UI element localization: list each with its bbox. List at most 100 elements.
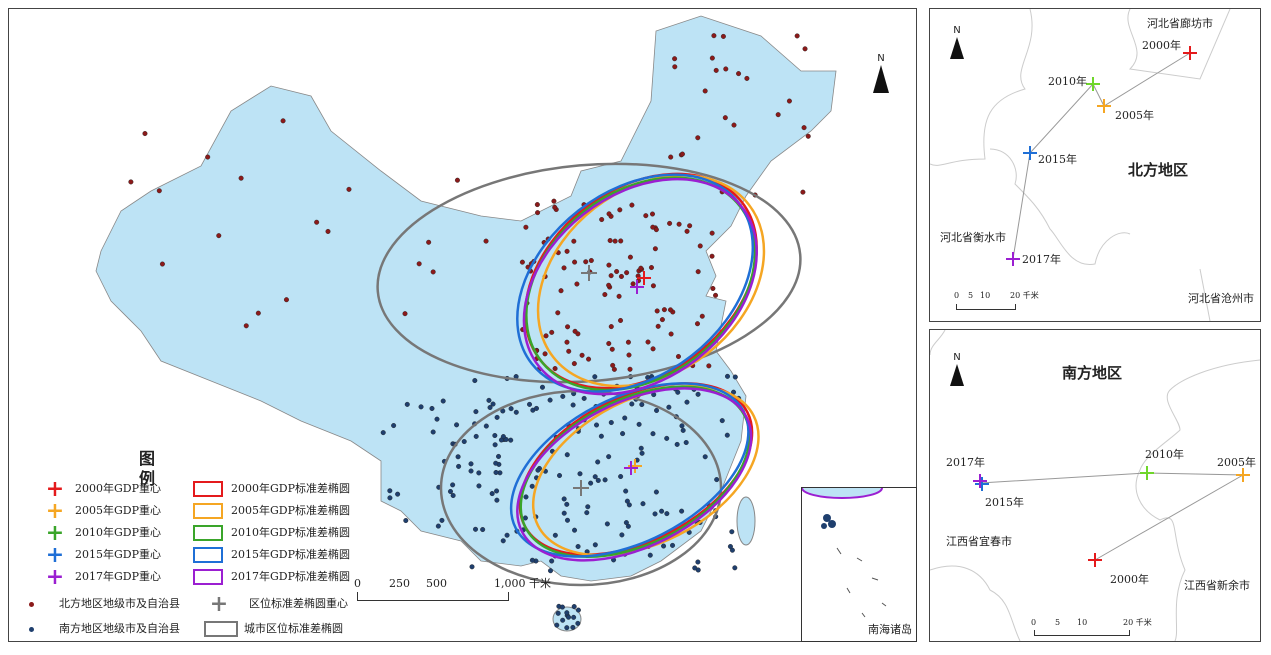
- north-city-dot: [572, 328, 578, 334]
- north-city-dot: [643, 213, 649, 219]
- south-city-dot: [592, 474, 598, 480]
- north-city-dot: [216, 233, 222, 239]
- north-city-dot: [571, 238, 577, 244]
- legend-center-label: 2015年GDP重心: [75, 548, 162, 561]
- south-city-dot: [595, 477, 601, 483]
- south-city-dot: [592, 374, 598, 380]
- north-city-dot: [535, 210, 541, 216]
- south-city-dot: [529, 483, 535, 489]
- south-city-dot: [729, 529, 735, 535]
- south-city-dot: [548, 568, 554, 574]
- south-city-dot: [652, 511, 658, 517]
- south-city-dot: [552, 532, 558, 538]
- scale-tick: 5: [968, 291, 974, 300]
- north-city-dot: [238, 175, 244, 181]
- scale-tick: 5: [1055, 618, 1061, 627]
- north-city-dot: [723, 66, 729, 72]
- south-city-dot: [476, 470, 482, 476]
- year-label: 2000年: [1110, 573, 1149, 586]
- north-city-dot: [624, 270, 630, 276]
- north-city-dot: [523, 224, 529, 230]
- south-city-dot: [724, 373, 730, 379]
- north-city-dot: [648, 265, 654, 271]
- north-city-dot: [555, 310, 561, 316]
- south-city-dot: [653, 489, 659, 495]
- south-city-dot: [638, 445, 644, 451]
- north-city-dot: [709, 230, 715, 236]
- north-city-dot: [675, 354, 681, 360]
- north-arrow: N: [950, 352, 964, 386]
- south-city-dot: [570, 402, 576, 408]
- south-city-dot: [664, 435, 670, 441]
- south-city-dot: [473, 526, 479, 532]
- north-city-dot: [283, 297, 289, 303]
- north-city-dot: [711, 33, 717, 39]
- north-city-dot: [618, 317, 624, 323]
- south-city-dot: [492, 442, 498, 448]
- year-label: 2017年: [946, 456, 985, 469]
- north-city-dot: [416, 261, 422, 267]
- south-city-dot: [577, 471, 583, 477]
- north-city-dot: [801, 125, 807, 131]
- south-city-dot: [469, 564, 475, 570]
- south-city-dot: [533, 405, 539, 411]
- south-city-dot: [650, 431, 656, 437]
- south-city-dot: [714, 477, 720, 483]
- south-city-dot: [387, 488, 393, 494]
- south-city-dot: [430, 429, 436, 435]
- north-city-dot: [695, 269, 701, 275]
- north-city-dot: [426, 239, 432, 245]
- south-city-dot: [729, 547, 735, 553]
- south-city-dot: [670, 542, 676, 548]
- south-city-dot: [440, 398, 446, 404]
- south-city-dot: [523, 494, 529, 500]
- north-city-dot: [609, 346, 615, 352]
- year-label: 2000年: [1142, 39, 1181, 52]
- legend-region-ellipse: 城市区位标准差椭圆: [244, 622, 343, 635]
- north-city-dot: [608, 324, 614, 330]
- south-city-dot: [494, 488, 500, 494]
- south-city-dot: [624, 498, 630, 504]
- north-arrow: N: [873, 53, 889, 93]
- south-city-dot: [500, 434, 506, 440]
- south-city-dot: [575, 544, 581, 550]
- south-city-dot: [549, 558, 555, 564]
- south-city-dot: [585, 504, 591, 510]
- north-city-dot: [744, 75, 750, 81]
- ellipse-swatch: [193, 569, 223, 585]
- ellipse-swatch: [193, 481, 223, 497]
- south-city-dot: [555, 610, 561, 616]
- north-city-dot: [608, 273, 614, 279]
- south-city-dot: [732, 565, 738, 571]
- legend-south-cities: 南方地区地级市及自治县: [59, 622, 180, 635]
- panel-title: 南方地区: [1062, 364, 1123, 382]
- south-city-dot: [493, 469, 499, 475]
- north-city-dot: [579, 352, 585, 358]
- south-city-dot: [447, 488, 453, 494]
- north-city-dot: [519, 259, 525, 265]
- south-city-dot: [564, 517, 570, 523]
- north-city-dot: [676, 221, 682, 227]
- north-region-center: [581, 265, 597, 281]
- north-city-dot: [243, 323, 249, 329]
- year-label: 2017年: [1022, 253, 1061, 266]
- scale-tick: 1,000 千米: [494, 577, 551, 590]
- south-city-dot: [494, 497, 500, 503]
- south-city-dot: [695, 391, 701, 397]
- north-city-dot: [650, 283, 656, 289]
- china-map: [95, 15, 837, 632]
- south-city-dot: [472, 378, 478, 384]
- south-city-dot: [692, 565, 698, 571]
- south-city-dot: [719, 418, 725, 424]
- south-city-dot: [640, 501, 646, 507]
- south-city-dot: [618, 474, 624, 480]
- north-city-dot: [607, 238, 613, 244]
- south-city-dot: [461, 439, 467, 445]
- north-city-dot: [794, 33, 800, 39]
- south-city-dot: [557, 473, 563, 479]
- north-city-dot: [720, 33, 726, 39]
- north-city-dot: [667, 220, 673, 226]
- north-city-dot: [564, 339, 570, 345]
- south-panel: N 南方地区 江西省宜春市 江西省新余市 2000年 2005年 2010年 2…: [929, 329, 1261, 642]
